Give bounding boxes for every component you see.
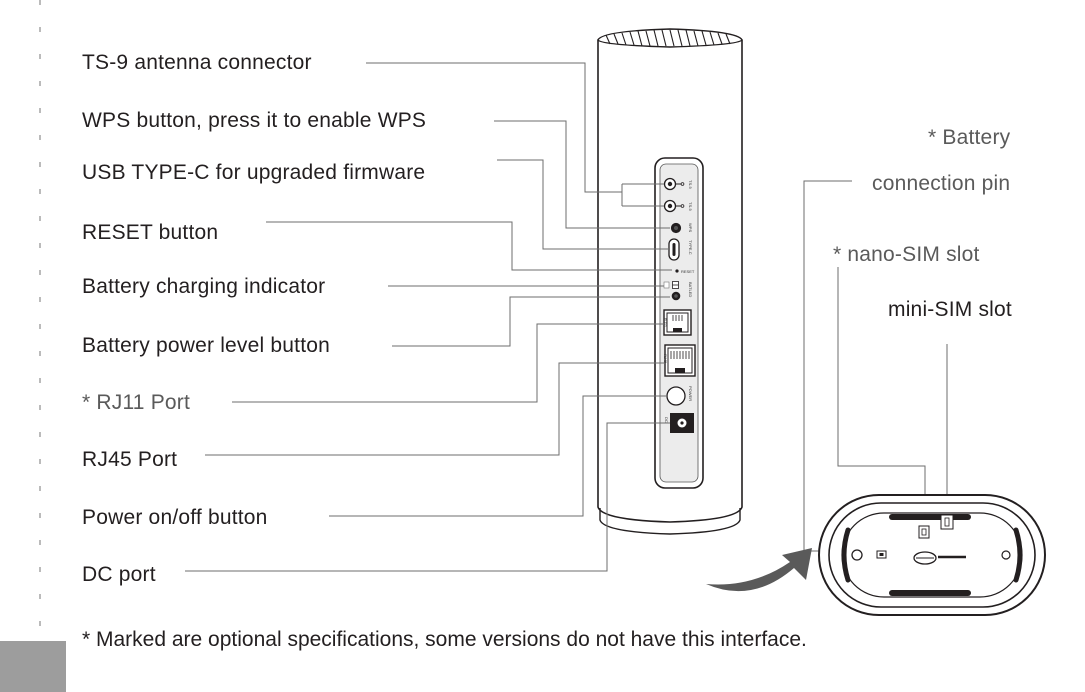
label-battery-power-level-button: Battery power level button: [82, 334, 331, 357]
label-rj11-port: * RJ11 Port: [82, 391, 191, 414]
label-usb-typec: USB TYPE-C for upgraded firmware: [82, 161, 426, 184]
panel-text-typec: TYPE-C: [688, 240, 693, 255]
leader-dc: [185, 422, 670, 572]
leader-wps: [494, 120, 670, 229]
reset-button: [675, 269, 679, 273]
panel-text-power: POWER: [688, 386, 693, 401]
panel-text-rj11: RJ11: [663, 318, 668, 328]
label-nano-sim-slot: * nano-SIM slot: [833, 243, 980, 266]
curved-arrow: [706, 548, 812, 592]
leader-ts9: [366, 62, 622, 193]
leader-rj45: [205, 362, 665, 456]
label-battery-charging-indicator: Battery charging indicator: [82, 275, 326, 298]
panel-text-batled: BATLED: [688, 282, 693, 297]
leader-battery-pin: [803, 180, 853, 552]
label-reset-button: RESET button: [82, 221, 219, 244]
panel-text-ts-a: TS-9: [688, 180, 693, 189]
leader-power: [329, 395, 667, 517]
panel-text-rj45: RJ45: [663, 354, 668, 364]
panel-text-ts-b: TS-9: [688, 202, 693, 211]
footnote: * Marked are optional specifications, so…: [82, 628, 807, 651]
leader-lines: [185, 62, 948, 572]
rj11-port: [663, 309, 692, 336]
leader-rj11: [232, 323, 664, 403]
panel-text-wps: WPS: [688, 223, 693, 232]
panel-text-reset: RESET: [681, 269, 695, 274]
leader-usb: [497, 159, 669, 250]
battery-pin: [851, 549, 863, 561]
power-button: [666, 386, 686, 406]
port-panel: TS-9 TS-9 WPS TYPE-C RESET BATLED: [654, 157, 704, 489]
base-ring: [599, 508, 741, 535]
top-grille: [597, 28, 743, 48]
dc-port: [670, 413, 694, 433]
ts9-connector-a: [663, 177, 685, 191]
battery-led: [663, 281, 670, 289]
nano-sim-slot: [913, 525, 937, 565]
leader-reset: [266, 221, 672, 271]
page-tab: [0, 641, 66, 692]
label-mini-sim-slot: mini-SIM slot: [888, 298, 1012, 321]
rj45-port: [664, 344, 696, 377]
ts9-connector-b: [663, 199, 685, 213]
label-wps-button: WPS button, press it to enable WPS: [82, 109, 427, 132]
router-bottom-view: [818, 494, 1046, 616]
label-dc-port: DC port: [82, 563, 156, 586]
label-battery-pin-line1: * Battery: [928, 126, 1011, 149]
panel-text-dc: DC: [664, 417, 669, 423]
label-ts9-antenna-connector: TS-9 antenna connector: [82, 51, 312, 74]
leader-batt-btn: [392, 296, 670, 347]
label-power-button: Power on/off button: [82, 506, 268, 529]
label-rj45-port: RJ45 Port: [82, 448, 178, 471]
label-battery-pin-line2: connection pin: [872, 172, 1011, 195]
mini-sim-slot: [938, 514, 966, 559]
